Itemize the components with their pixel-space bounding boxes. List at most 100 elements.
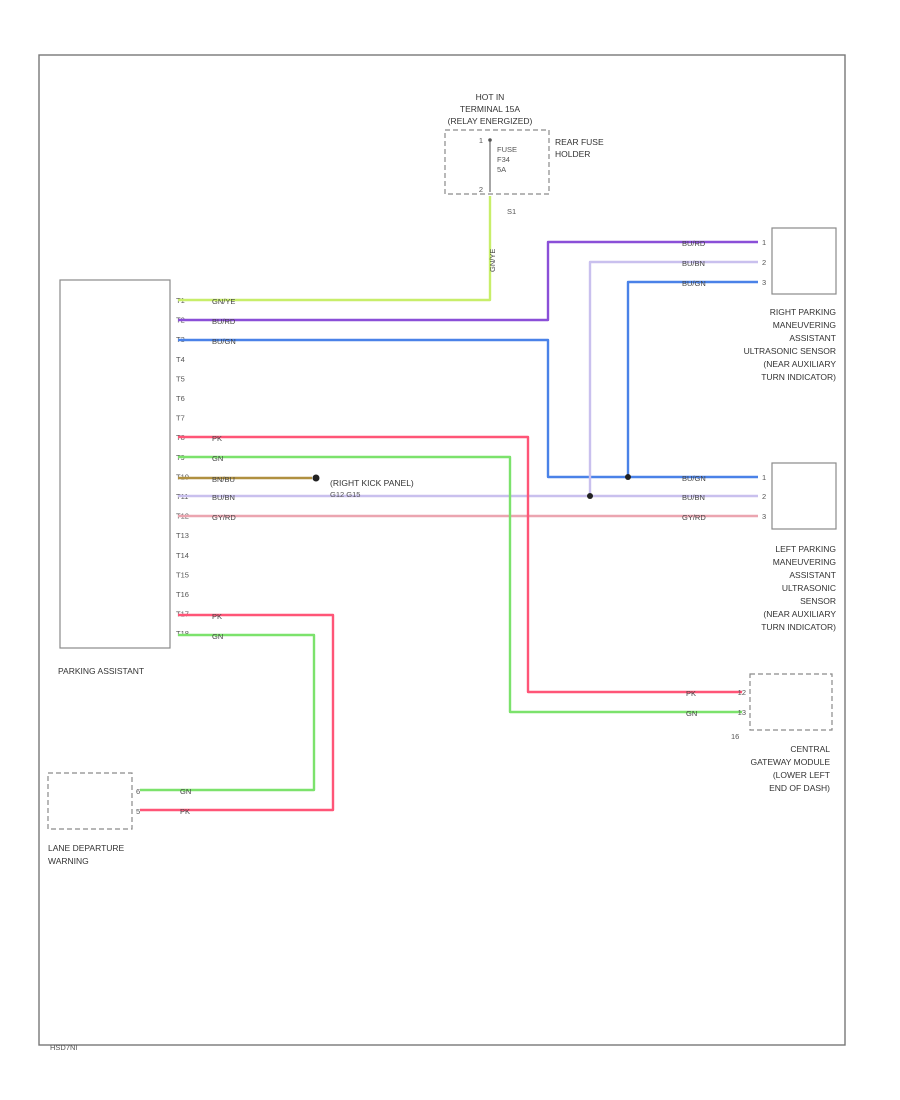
left-sensor-pin-3: 3 <box>762 512 766 521</box>
lane-pin-1: 6 <box>136 787 140 796</box>
wire-t3-bu-gn <box>178 338 758 479</box>
left-sensor-label-5: SENSOR <box>800 596 836 606</box>
parking-assistant-pins: T1T2T3T4T5T6T7T8T9T10T11T12T13T14T15T16T… <box>176 296 189 638</box>
right-sensor-label-5: (NEAR AUXILIARY <box>763 359 836 369</box>
label-t2: BU/RD <box>212 317 236 326</box>
label-t8: PK <box>212 434 222 443</box>
left-sensor-label-6: (NEAR AUXILIARY <box>763 609 836 619</box>
fuse-holder-name-1: REAR FUSE <box>555 137 604 147</box>
lane-wire-2-label: PK <box>180 807 190 816</box>
lane-label-2: WARNING <box>48 856 89 866</box>
pa-pin-t6: T6 <box>176 394 185 403</box>
pa-pin-t15: T15 <box>176 570 189 579</box>
wires <box>140 196 758 812</box>
left-sensor-pin-1: 1 <box>762 473 766 482</box>
pa-pin-t4: T4 <box>176 355 185 364</box>
splice-bu-bn <box>587 493 593 499</box>
ground-symbol <box>312 474 320 482</box>
wire-t18-gn <box>140 633 316 792</box>
parking-assistant-label: PARKING ASSISTANT <box>58 666 144 676</box>
left-wire-3-label: GY/RD <box>682 513 706 522</box>
right-sensor-label-4: ULTRASONIC SENSOR <box>744 346 836 356</box>
wire-right-sensor-bu-gn <box>626 280 758 477</box>
right-sensor-label-6: TURN INDICATOR) <box>761 372 836 382</box>
fuse-hot-label-2: TERMINAL 15A <box>460 104 520 114</box>
rear-fuse-holder: HOT IN TERMINAL 15A (RELAY ENERGIZED) 1 … <box>444 92 604 216</box>
right-wire-1-label: BU/RD <box>682 239 706 248</box>
left-sensor-box <box>771 462 837 530</box>
gateway-wire-2-label: GN <box>686 709 697 718</box>
left-wire-1-label: BU/GN <box>682 474 706 483</box>
gateway-pin-ref: 16 <box>731 732 739 741</box>
left-sensor-pin-2: 2 <box>762 492 766 501</box>
gateway-wire-1-label: PK <box>686 689 696 698</box>
right-sensor-label-1: RIGHT PARKING <box>770 307 836 317</box>
pa-pin-t14: T14 <box>176 551 189 560</box>
right-sensor-box <box>771 227 837 295</box>
wire-t9-gn <box>178 455 742 714</box>
fuse-pin-top: 1 <box>479 136 483 145</box>
fuse-ground-ref: S1 <box>507 207 516 216</box>
gateway-label-4: END OF DASH) <box>769 783 830 793</box>
left-sensor-label-7: TURN INDICATOR) <box>761 622 836 632</box>
left-sensor-label-3: ASSISTANT <box>789 570 836 580</box>
footer-code: HSD7NI <box>50 1043 78 1052</box>
lane-departure-box <box>47 772 133 830</box>
pa-pin-t18: T18 <box>176 629 189 638</box>
label-t1: GN/YE <box>212 297 235 306</box>
gateway-label-2: GATEWAY MODULE <box>750 757 830 767</box>
gateway-box <box>749 673 833 731</box>
label-t18: GN <box>212 632 223 641</box>
gateway-label-1: CENTRAL <box>790 744 830 754</box>
right-sensor-pin-2: 2 <box>762 258 766 267</box>
fuse-hot-label-3: (RELAY ENERGIZED) <box>448 116 533 126</box>
label-t11: BU/BN <box>212 493 235 502</box>
right-sensor-label-3: ASSISTANT <box>789 333 836 343</box>
fuse-wire-label: GN/YE <box>488 249 497 272</box>
left-sensor-label-1: LEFT PARKING <box>775 544 836 554</box>
fuse-label-3: 5A <box>497 165 506 174</box>
left-wire-2-label: BU/BN <box>682 493 705 502</box>
wire-t2-bu-rd <box>178 240 758 322</box>
fuse-pin-bottom: 2 <box>479 185 483 194</box>
label-t17: PK <box>212 612 222 621</box>
lane-departure-module: 6 5 LANE DEPARTURE WARNING <box>47 772 140 866</box>
pa-pin-t16: T16 <box>176 590 189 599</box>
label-t12: GY/RD <box>212 513 236 522</box>
lane-label-1: LANE DEPARTURE <box>48 843 125 853</box>
left-sensor-label-4: ULTRASONIC <box>782 583 836 593</box>
parking-assistant-box <box>59 279 171 649</box>
label-t9: GN <box>212 454 223 463</box>
wire-right-sensor-bu-bn <box>588 260 758 496</box>
fuse-terminal-top <box>488 138 492 142</box>
fuse-label-1: FUSE <box>497 145 517 154</box>
wire-t8-pk <box>178 435 742 694</box>
label-t3: BU/GN <box>212 337 236 346</box>
pa-pin-t13: T13 <box>176 531 189 540</box>
parking-assistant-module: PARKING ASSISTANT T1T2T3T4T5T6T7T8T9T10T… <box>58 279 189 676</box>
fuse-hot-label-1: HOT IN <box>476 92 505 102</box>
fuse-label-2: F34 <box>497 155 510 164</box>
gateway-label-3: (LOWER LEFT <box>773 770 830 780</box>
lane-pin-2: 5 <box>136 807 140 816</box>
lane-wire-1-label: GN <box>180 787 191 796</box>
ground-label-2: G12 G15 <box>330 490 360 499</box>
right-wire-2-label: BU/BN <box>682 259 705 268</box>
ground-label-1: (RIGHT KICK PANEL) <box>330 478 414 488</box>
right-sensor-label-2: MANEUVERING <box>773 320 836 330</box>
right-parking-sensor: 1 2 3 RIGHT PARKING MANEUVERING ASSISTAN… <box>744 227 837 382</box>
pa-pin-t5: T5 <box>176 374 185 383</box>
gateway-pin-2: 13 <box>738 708 746 717</box>
splice-bu-gn <box>625 474 631 480</box>
right-wire-3-label: BU/GN <box>682 279 706 288</box>
pa-pin-t7: T7 <box>176 414 185 423</box>
wire-t17-pk <box>140 613 335 812</box>
label-t10: BN/BU <box>212 475 235 484</box>
diagram-frame <box>38 54 846 1046</box>
central-gateway-module: 12 13 16 CENTRAL GATEWAY MODULE (LOWER L… <box>731 673 833 793</box>
fuse-holder-name-2: HOLDER <box>555 149 590 159</box>
gateway-pin-1: 12 <box>738 688 746 697</box>
right-sensor-pin-1: 1 <box>762 238 766 247</box>
left-parking-sensor: 1 2 3 LEFT PARKING MANEUVERING ASSISTANT… <box>761 462 837 632</box>
